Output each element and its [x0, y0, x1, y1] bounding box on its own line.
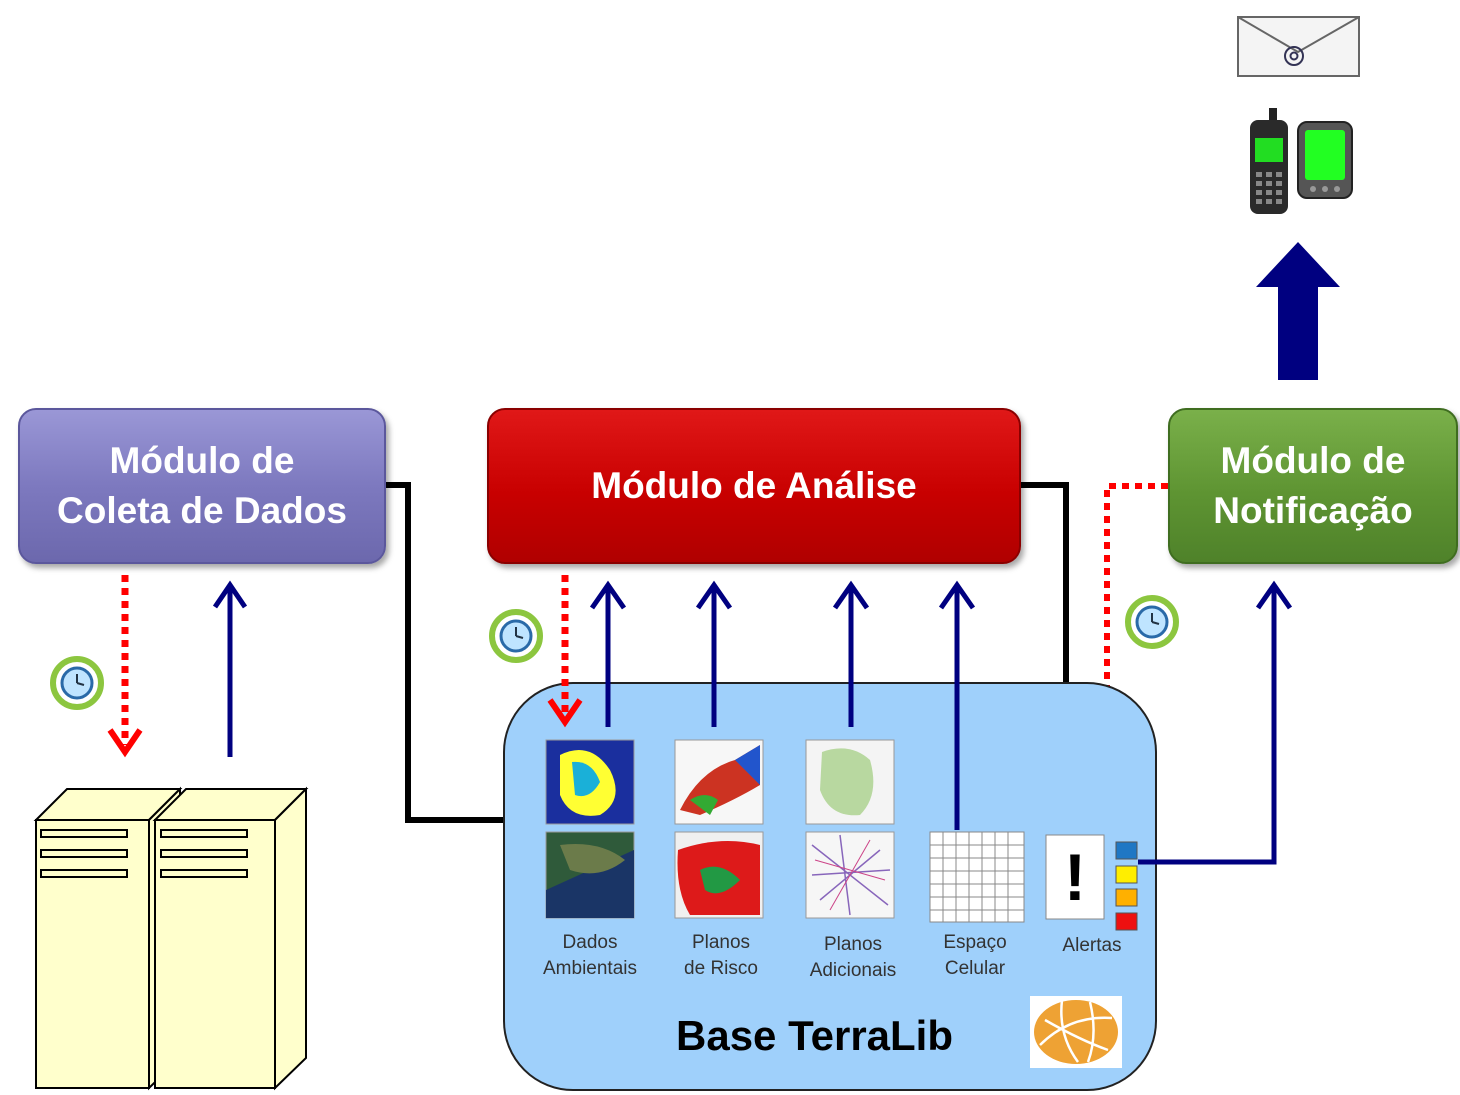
modulo-notificacao-label: Módulo de Notificação — [1213, 440, 1413, 531]
clock-icon — [50, 656, 104, 710]
alertas-to-notificacao-arrow — [1138, 580, 1293, 865]
clock-icon — [489, 609, 543, 663]
coleta-data-arrow — [212, 580, 248, 757]
terralib-logo — [1030, 996, 1122, 1068]
pda-icon — [1297, 121, 1353, 199]
planos-adicionais-map-icon — [805, 739, 895, 919]
modulo-coleta-de-dados: Módulo de Coleta de Dados — [18, 408, 386, 564]
adicionais-to-analise-arrow — [832, 580, 870, 727]
server-icon — [152, 786, 309, 1091]
email-icon — [1237, 16, 1360, 77]
coleta-trigger-arrow — [107, 575, 143, 758]
planos-de-risco-map-icon — [674, 739, 764, 919]
alert-symbol: ! — [1064, 840, 1086, 914]
modulo-analise: Módulo de Análise — [487, 408, 1021, 564]
base-terralib-title: Base TerraLib — [676, 1012, 953, 1059]
modulo-analise-label: Módulo de Análise — [591, 465, 917, 506]
espaco-celular-grid-icon — [929, 831, 1025, 923]
alertas-icon: ! — [1045, 834, 1105, 920]
risco-to-analise-arrow — [695, 580, 733, 727]
layer-label-espaco-celular: Espaço Celular — [943, 932, 1007, 979]
celular-to-analise-arrow — [938, 580, 976, 830]
dados-to-analise-arrow — [589, 580, 627, 727]
analise-trigger-arrow — [547, 575, 583, 728]
dados-ambientais-map-icon — [545, 739, 635, 919]
layer-label-planos-adicionais: Planos Adicionais — [809, 934, 897, 981]
modulo-coleta-label: Módulo de Coleta de Dados — [57, 440, 347, 531]
layer-label-dados-ambientais: Dados Ambientais — [543, 932, 637, 979]
alert-level-legend — [1115, 841, 1138, 931]
layer-label-planos-de-risco: Planos de Risco — [684, 932, 758, 979]
modulo-notificacao: Módulo de Notificação — [1168, 408, 1458, 564]
mobile-phone-icon — [1250, 108, 1288, 214]
layer-label-alertas: Alertas — [1062, 935, 1122, 956]
notification-output-arrow — [1256, 242, 1340, 380]
clock-icon — [1125, 595, 1179, 649]
